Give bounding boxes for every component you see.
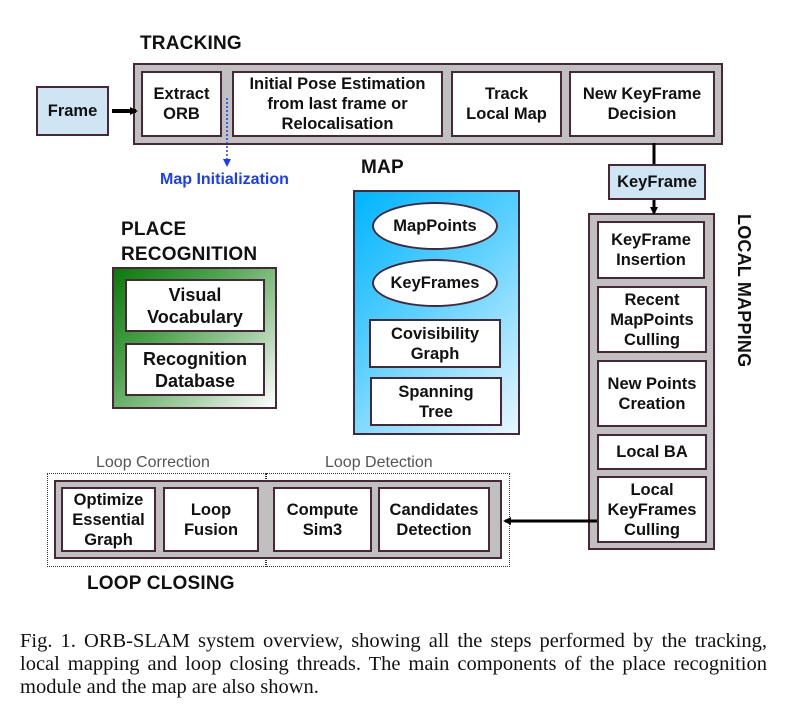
- candidates-detection-step: Candidates Detection: [378, 487, 490, 552]
- track-local-map-step: Track Local Map: [451, 71, 562, 137]
- optimize-essential-graph-step: Optimize Essential Graph: [61, 487, 156, 552]
- loop-correction-label: Loop Correction: [96, 454, 210, 471]
- tracking-title: TRACKING: [140, 33, 242, 54]
- initial-pose-estimation-step: Initial Pose Estimation from last frame …: [232, 71, 443, 137]
- recognition-database-item: Recognition Database: [125, 343, 265, 396]
- new-points-creation-step: New Points Creation: [597, 360, 707, 427]
- local-mapping-title: LOCAL MAPPING: [734, 214, 754, 368]
- loop-fusion-step: Loop Fusion: [163, 487, 259, 552]
- covisibility-graph-item: Covisibility Graph: [369, 319, 501, 368]
- spanning-tree-item: Spanning Tree: [370, 377, 502, 426]
- place-recognition-title: PLACE RECOGNITION: [121, 219, 258, 265]
- mappoints-item: MapPoints: [372, 202, 498, 250]
- extract-orb-step: Extract ORB: [141, 71, 222, 137]
- keyframes-item: KeyFrames: [372, 259, 498, 307]
- figure-caption: Fig. 1. ORB-SLAM system overview, showin…: [20, 630, 767, 698]
- frame-input-box: Frame: [36, 86, 109, 136]
- map-title: MAP: [361, 157, 404, 178]
- compute-sim3-step: Compute Sim3: [273, 487, 372, 552]
- keyframe-box: KeyFrame: [608, 164, 706, 200]
- local-keyframes-culling-step: Local KeyFrames Culling: [597, 476, 707, 543]
- loop-detection-label: Loop Detection: [325, 454, 433, 471]
- recent-mappoints-culling-step: Recent MapPoints Culling: [597, 286, 707, 353]
- new-keyframe-decision-step: New KeyFrame Decision: [569, 71, 715, 137]
- keyframe-insertion-step: KeyFrame Insertion: [597, 221, 705, 279]
- local-ba-step: Local BA: [597, 434, 707, 470]
- loop-closing-title: LOOP CLOSING: [87, 573, 235, 594]
- visual-vocabulary-item: Visual Vocabulary: [125, 279, 265, 332]
- map-initialization-label: Map Initialization: [160, 171, 289, 188]
